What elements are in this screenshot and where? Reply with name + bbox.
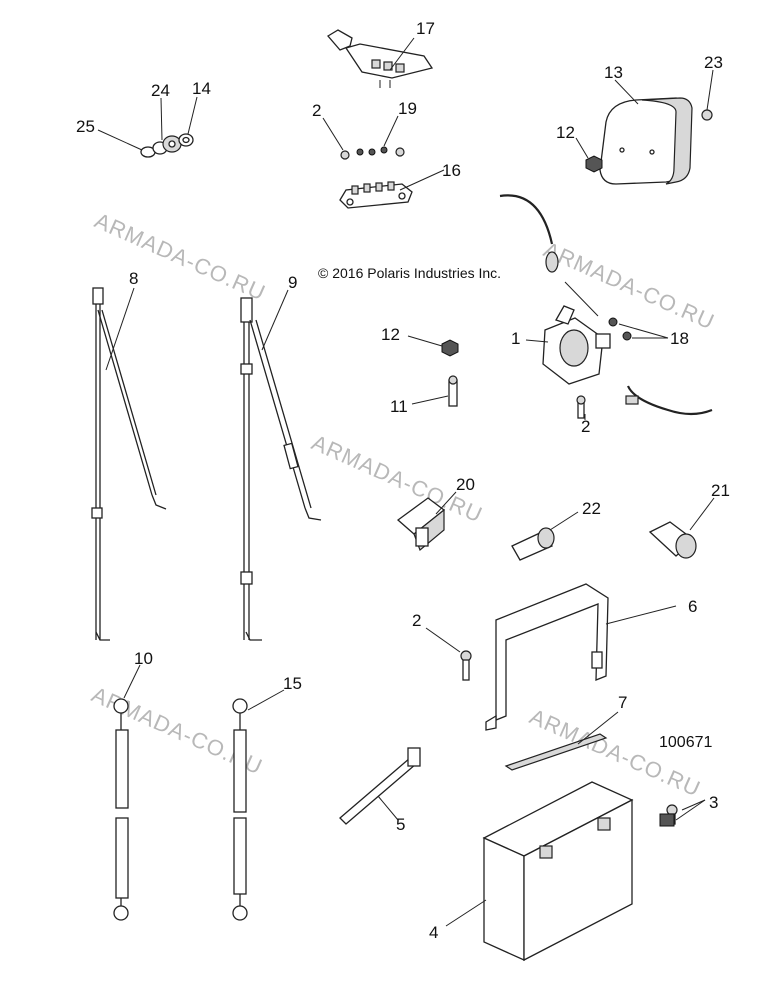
callout-24: 24 [151, 81, 170, 100]
part-11-stud [411, 375, 458, 407]
callout-14: 14 [192, 79, 211, 98]
callout-21: 21 [711, 481, 730, 500]
part-10-cable [113, 664, 141, 921]
callout-16: 16 [442, 161, 461, 180]
part-5-rod [339, 747, 421, 825]
part-20-boot [396, 491, 457, 552]
part-17-boot [327, 29, 434, 88]
callout-2-lower: 2 [412, 611, 421, 630]
callout-4: 4 [429, 923, 438, 942]
part-4-battery [445, 781, 634, 962]
callout-13: 13 [604, 63, 623, 82]
part-2-bolt-mid [576, 395, 586, 420]
callout-22: 22 [582, 499, 601, 518]
document-number: 100671 [659, 734, 712, 751]
part-22-terminal-cap [511, 511, 579, 561]
callout-7: 7 [618, 693, 627, 712]
part-12-nut-top [575, 137, 603, 173]
part-18-nuts [608, 317, 669, 341]
callout-8: 8 [129, 269, 138, 288]
callout-17: 17 [416, 19, 435, 38]
watermarks: ARMADA-CO.RU ARMADA-CO.RU ARMADA-CO.RU A… [88, 208, 719, 802]
callout-12-top: 12 [556, 123, 575, 142]
part-12-nut-mid [407, 335, 459, 357]
copyright-text: © 2016 Polaris Industries Inc. [318, 265, 501, 281]
callout-19: 19 [398, 99, 417, 118]
part-2-19-bolts [322, 115, 405, 160]
callout-10: 10 [134, 649, 153, 668]
callout-5: 5 [396, 815, 405, 834]
part-15-cable [232, 689, 285, 921]
callout-25: 25 [76, 117, 95, 136]
callout-20: 20 [456, 475, 475, 494]
solenoid-wires [499, 194, 713, 416]
part-13-cover [599, 79, 693, 185]
callout-2-top: 2 [312, 101, 321, 120]
callout-11: 11 [390, 397, 408, 416]
part-9-cable [240, 289, 322, 641]
part-3-bolt-nut [659, 799, 706, 827]
callout-3: 3 [709, 793, 718, 812]
callout-9: 9 [288, 273, 297, 292]
part-8-cable [91, 287, 167, 641]
callout-15: 15 [283, 674, 302, 693]
part-16-terminal-strip [339, 169, 445, 209]
callouts: 17 24 14 25 2 19 13 23 12 16 8 9 12 1 18… [76, 19, 730, 942]
part-24-14-25-washers [97, 96, 198, 158]
part-2-bolt-lower [425, 627, 472, 681]
callout-2-mid: 2 [581, 417, 590, 436]
part-21-terminal-boot [648, 497, 715, 559]
watermark-1: ARMADA-CO.RU [91, 208, 270, 306]
part-23-screw [701, 69, 714, 121]
callout-18: 18 [670, 329, 689, 348]
part-1-solenoid [525, 305, 611, 385]
callout-6: 6 [688, 597, 697, 616]
part-6-battery-bracket [485, 583, 677, 731]
part-7-pad [504, 711, 619, 771]
callout-1: 1 [511, 329, 520, 348]
callout-23: 23 [704, 53, 723, 72]
callout-12-mid: 12 [381, 325, 400, 344]
